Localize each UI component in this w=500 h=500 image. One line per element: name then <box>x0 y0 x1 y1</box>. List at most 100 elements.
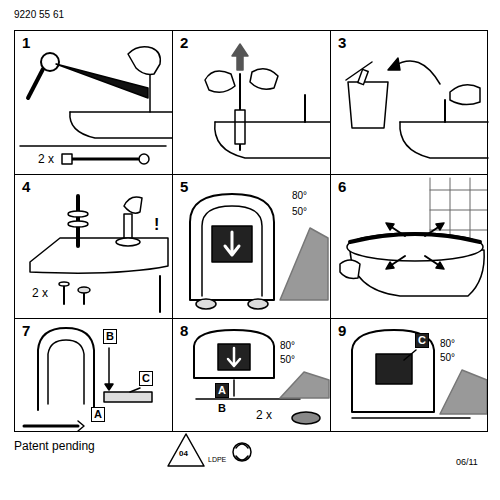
illustration-stroke <box>128 47 160 75</box>
quantity-label: 2 x <box>37 153 55 165</box>
illustration-stroke <box>202 206 262 296</box>
illustration-stroke <box>228 348 240 366</box>
illustration-stroke <box>233 443 251 461</box>
step4-art <box>30 196 168 312</box>
illustration-stroke <box>168 434 204 466</box>
illustration-stroke <box>24 425 78 428</box>
illustration-stroke <box>248 299 268 309</box>
step1-art <box>20 47 172 164</box>
illustration-stroke <box>68 211 88 217</box>
illustration-stroke <box>116 238 140 246</box>
part-letter: A <box>94 409 102 420</box>
illustration-stroke <box>124 197 142 213</box>
illustration-stroke <box>436 262 444 269</box>
illustration-stroke <box>386 262 394 269</box>
angle-label: 80° <box>439 339 456 349</box>
illustration-stroke <box>390 226 440 266</box>
angle-label: 80° <box>291 191 308 201</box>
illustration-stroke <box>190 194 274 300</box>
step3-art <box>346 58 488 158</box>
illustration-stroke <box>104 392 152 402</box>
illustration-stroke <box>225 232 239 255</box>
illustration-stroke <box>20 145 166 147</box>
illustration-stroke <box>212 226 252 262</box>
illustration-stroke <box>250 69 278 89</box>
illustration-stroke <box>72 158 138 161</box>
step7-art <box>24 328 152 431</box>
warning-mark: ! <box>153 217 160 233</box>
step6-art <box>340 178 487 296</box>
illustration-stroke <box>215 121 330 123</box>
illustration-stroke <box>38 328 94 410</box>
illustration-stroke <box>347 233 483 261</box>
step-panel: 1 2 x <box>14 30 173 175</box>
part-letter: C <box>142 373 150 384</box>
illustration-stroke <box>388 58 400 70</box>
recycling-symbols <box>168 434 251 466</box>
illustration-stroke <box>352 330 434 412</box>
part-letter-box: B <box>103 329 117 344</box>
illustration-stroke <box>130 388 140 392</box>
illustration-stroke <box>215 122 330 158</box>
step2-art <box>205 44 330 158</box>
step-number: 4 <box>21 179 31 194</box>
part-letter: B <box>217 403 227 414</box>
illustration-stroke <box>30 238 168 273</box>
illustration-stroke <box>280 372 329 398</box>
illustration-stroke <box>235 110 245 144</box>
illustration-stroke <box>404 350 416 360</box>
step-panel: 5 80° 50° <box>172 174 331 319</box>
illustration-stroke <box>232 44 248 70</box>
illustration-stroke <box>292 412 320 424</box>
step-number: 8 <box>179 323 189 338</box>
step-panel: 880°50°B2 xA <box>172 318 331 432</box>
part-letter: A <box>218 385 226 396</box>
illustration-stroke <box>149 72 151 112</box>
illustration-stroke <box>124 214 132 238</box>
illustration-stroke <box>348 82 388 128</box>
illustration-stroke <box>340 260 360 278</box>
step5-art <box>190 194 328 309</box>
illustration-stroke <box>68 221 88 227</box>
step9-art <box>352 330 487 418</box>
step8-art <box>194 330 329 424</box>
date-code: 06/11 <box>456 458 478 467</box>
step-panel: 7 B C A <box>14 318 173 432</box>
part-letter-box: C <box>139 371 153 386</box>
illustration-stroke <box>139 154 149 164</box>
illustration-stroke <box>394 61 440 84</box>
illustration-stroke <box>218 344 250 370</box>
step-panel: 6 <box>330 174 488 319</box>
step-number: 3 <box>337 35 347 50</box>
step-number: 7 <box>21 323 31 338</box>
part-letter-box: C <box>415 333 429 348</box>
note-text: Patent pending <box>14 440 95 452</box>
step-number: 1 <box>21 35 31 50</box>
illustration-stroke <box>436 223 444 230</box>
illustration-stroke <box>48 340 84 404</box>
illustration-stroke <box>444 100 446 122</box>
illustration-stroke <box>196 299 216 309</box>
illustration-stroke <box>358 69 368 84</box>
illustration-stroke <box>236 444 248 460</box>
illustration-stroke <box>105 384 113 390</box>
recycling-code: 04 <box>179 450 188 458</box>
part-number: 9220 55 61 <box>14 10 64 20</box>
step-number: 5 <box>179 179 189 194</box>
step-number: 6 <box>337 179 347 194</box>
part-letter: C <box>418 335 426 346</box>
illustration-stroke <box>78 287 90 293</box>
angle-label: 50° <box>291 207 308 217</box>
illustration-stroke <box>304 95 306 122</box>
illustration-stroke <box>440 370 487 414</box>
quantity-label: 2 x <box>255 409 273 421</box>
illustration-stroke <box>70 111 172 113</box>
step-panel: 2 <box>172 30 331 175</box>
illustration-stroke <box>233 380 235 396</box>
illustration-stroke <box>205 71 235 92</box>
illustration-stroke <box>70 112 172 138</box>
